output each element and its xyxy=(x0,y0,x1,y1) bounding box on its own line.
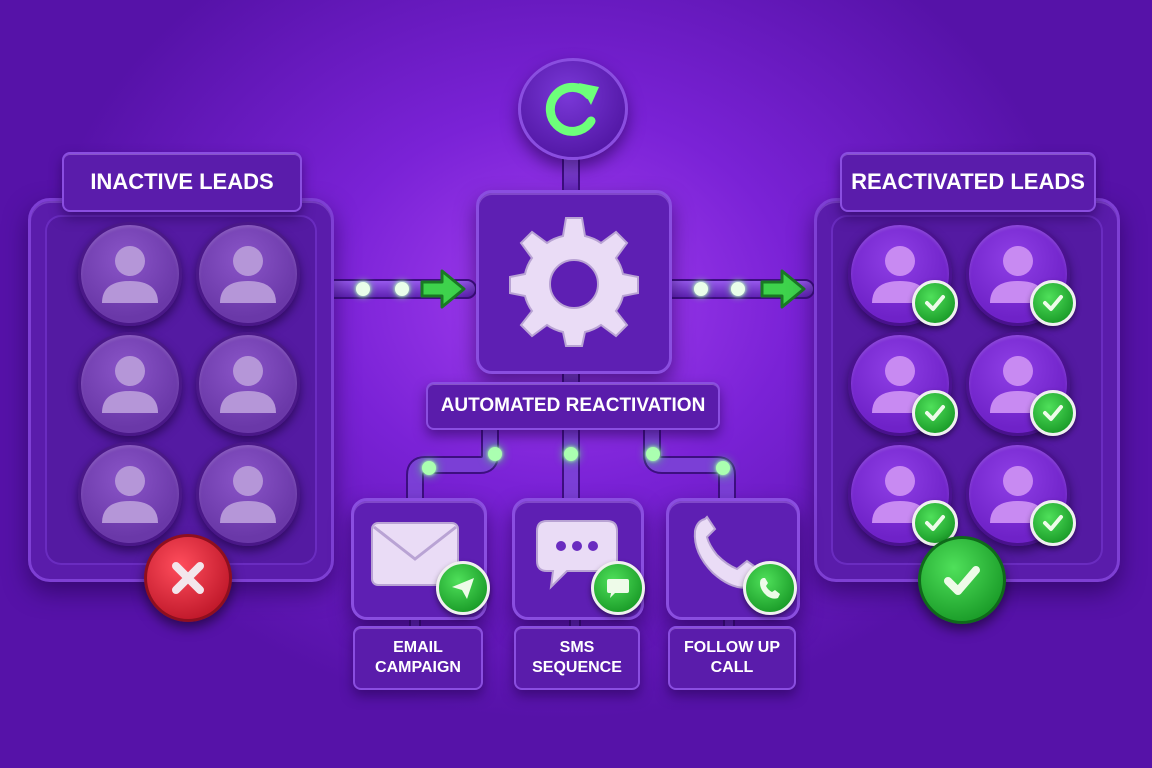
arrow-right-icon xyxy=(760,269,806,309)
flow-dot xyxy=(716,461,730,475)
check-badge-icon xyxy=(1030,280,1076,326)
check-badge-icon xyxy=(912,390,958,436)
follow-up-call-node xyxy=(666,498,800,620)
check-badge-icon xyxy=(1030,390,1076,436)
inactive-lead-avatar xyxy=(196,442,300,546)
channel-label-line: CAMPAIGN xyxy=(375,659,461,676)
flow-dot xyxy=(395,282,409,296)
channel-label-line: SEQUENCE xyxy=(532,659,622,676)
chat-icon xyxy=(591,561,645,615)
send-icon xyxy=(436,561,490,615)
inactive-lead-avatar xyxy=(78,442,182,546)
flow-dot xyxy=(564,447,578,461)
sms-sequence-label: SMS SEQUENCE xyxy=(514,626,640,690)
email-campaign-label: EMAIL CAMPAIGN xyxy=(353,626,483,690)
check-badge-icon xyxy=(1030,500,1076,546)
flow-dot xyxy=(731,282,745,296)
gear-icon xyxy=(509,217,639,347)
channel-label-line: FOLLOW UP xyxy=(684,639,780,656)
x-icon xyxy=(144,534,232,622)
user-icon xyxy=(102,466,158,523)
phone-call-icon xyxy=(743,561,797,615)
email-campaign-node xyxy=(351,498,490,620)
automation-engine xyxy=(476,190,672,374)
inactive-lead-avatar xyxy=(196,332,300,436)
refresh-icon xyxy=(518,58,628,160)
automated-reactivation-label: AUTOMATED REACTIVATION xyxy=(426,382,720,430)
follow-up-call-label: FOLLOW UP CALL xyxy=(668,626,796,690)
flow-dot xyxy=(356,282,370,296)
envelope-icon xyxy=(371,522,459,586)
channel-label-line: SMS xyxy=(559,639,595,656)
inactive-lead-avatar xyxy=(196,222,300,326)
flow-dot xyxy=(646,447,660,461)
channel-label-line: EMAIL xyxy=(393,639,443,656)
inactive-leads-title-text: INACTIVE LEADS xyxy=(90,169,274,194)
sms-sequence-node xyxy=(512,498,645,620)
channel-label-line: CALL xyxy=(710,659,754,676)
reactivated-leads-title: REACTIVATED LEADS xyxy=(840,152,1096,212)
check-icon xyxy=(918,536,1006,624)
reactivated-lead-avatar xyxy=(848,222,952,326)
flow-dot xyxy=(488,447,502,461)
flow-dot xyxy=(694,282,708,296)
automated-reactivation-text: AUTOMATED REACTIVATION xyxy=(440,395,706,416)
inactive-lead-avatar xyxy=(78,222,182,326)
user-icon xyxy=(102,246,158,303)
user-icon xyxy=(220,466,276,523)
reactivated-leads-title-text: REACTIVATED LEADS xyxy=(851,169,1085,194)
flow-dot xyxy=(422,461,436,475)
arrow-right-icon xyxy=(420,269,466,309)
user-icon xyxy=(220,356,276,413)
check-badge-icon xyxy=(912,280,958,326)
inactive-lead-avatar xyxy=(78,332,182,436)
user-icon xyxy=(102,356,158,413)
inactive-leads-title: INACTIVE LEADS xyxy=(62,152,302,212)
user-icon xyxy=(220,246,276,303)
